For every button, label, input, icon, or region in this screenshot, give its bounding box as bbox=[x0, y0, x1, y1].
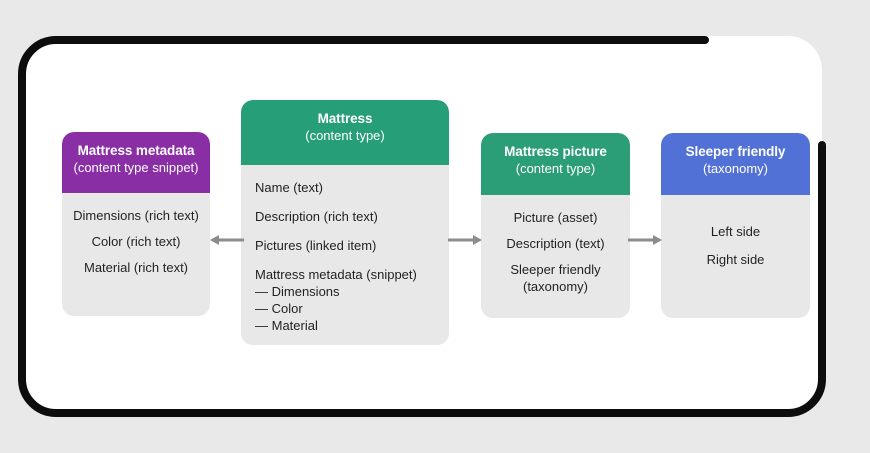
node-body-sleeper-friendly: Left side Right side bbox=[661, 195, 810, 268]
field-row: Sleeper friendly bbox=[510, 262, 601, 277]
field-row: Picture (asset) bbox=[513, 210, 598, 225]
field-row: Description (rich text) bbox=[255, 209, 378, 224]
node-header-mattress-picture: Mattress picture (content type) bbox=[481, 133, 630, 195]
sub-field-row: — Color bbox=[255, 301, 303, 316]
node-sleeper-friendly[interactable]: Sleeper friendly (taxonomy) Left side Ri… bbox=[661, 133, 810, 318]
node-subtitle: (taxonomy) bbox=[702, 161, 769, 176]
node-header-mattress-metadata: Mattress metadata (content type snippet) bbox=[62, 132, 210, 193]
node-subtitle: (content type) bbox=[305, 128, 385, 143]
field-row: Name (text) bbox=[255, 180, 323, 195]
field-row: Dimensions (rich text) bbox=[73, 208, 199, 223]
node-mattress[interactable]: Mattress (content type) Name (text) Desc… bbox=[241, 100, 449, 345]
node-title: Mattress bbox=[317, 111, 373, 126]
sub-field-row: — Dimensions bbox=[255, 284, 340, 299]
field-row-continuation: (taxonomy) bbox=[522, 279, 589, 294]
field-row: Mattress metadata (snippet) bbox=[255, 267, 417, 282]
node-title: Mattress metadata bbox=[77, 143, 195, 158]
node-subtitle: (content type) bbox=[515, 161, 596, 176]
node-body-mattress: Name (text) Description (rich text) Pict… bbox=[241, 165, 449, 334]
node-title: Sleeper friendly bbox=[685, 144, 786, 159]
field-row: Material (rich text) bbox=[83, 260, 189, 275]
node-mattress-picture[interactable]: Mattress picture (content type) Picture … bbox=[481, 133, 630, 318]
arrow-mattress-to-metadata-icon bbox=[210, 235, 244, 245]
field-row: Description (text) bbox=[506, 236, 605, 251]
field-row: Left side bbox=[710, 224, 761, 239]
node-header-sleeper-friendly: Sleeper friendly (taxonomy) bbox=[661, 133, 810, 195]
node-body-mattress-metadata: Dimensions (rich text) Color (rich text)… bbox=[62, 193, 210, 276]
sub-field-row: — Material bbox=[255, 318, 318, 333]
field-row: Right side bbox=[706, 252, 765, 267]
field-row: Color (rich text) bbox=[91, 234, 181, 249]
node-subtitle: (content type snippet) bbox=[73, 160, 199, 175]
node-body-mattress-picture: Picture (asset) Description (text) Sleep… bbox=[481, 195, 630, 295]
field-row: Pictures (linked item) bbox=[255, 238, 377, 253]
node-mattress-metadata[interactable]: Mattress metadata (content type snippet)… bbox=[62, 132, 210, 316]
arrow-mattress-to-picture-icon bbox=[448, 235, 482, 245]
node-header-mattress: Mattress (content type) bbox=[241, 100, 449, 165]
arrow-picture-to-taxonomy-icon bbox=[628, 235, 662, 245]
node-title: Mattress picture bbox=[504, 144, 607, 159]
